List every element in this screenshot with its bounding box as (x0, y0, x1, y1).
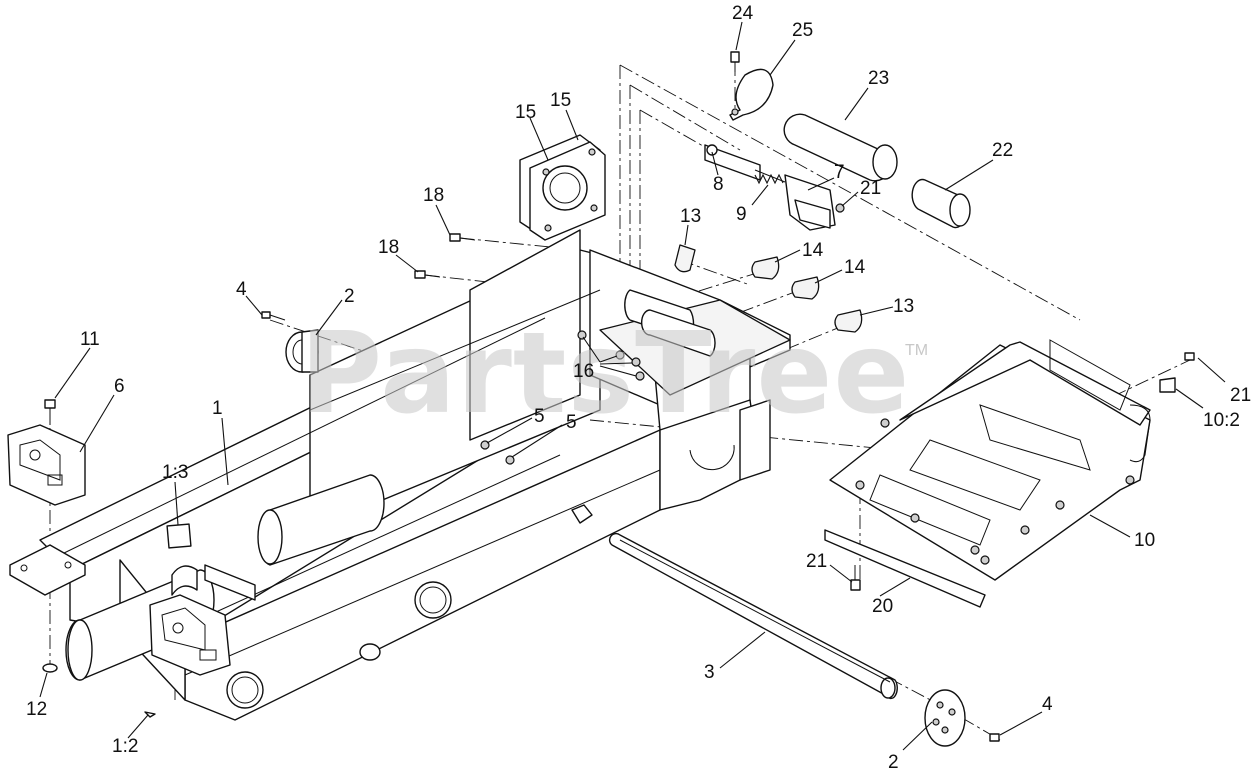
shaft-3 (571, 504, 898, 700)
callout-14a: 14 (802, 240, 824, 261)
callout-9: 9 (736, 204, 747, 225)
main-frame (39, 229, 791, 721)
partstree-watermark: PartsTree (300, 309, 910, 439)
callout-1: 1 (212, 398, 223, 419)
bumpers (674, 244, 863, 333)
tube-23 (783, 113, 898, 182)
callout-8: 8 (713, 174, 724, 195)
flange-2-bottom (924, 689, 966, 747)
watermark-trademark: TM (905, 342, 928, 359)
callout-21b: 21 (1230, 385, 1251, 406)
strip-20 (824, 529, 986, 608)
bolts-21 (850, 352, 1195, 591)
callout-13b: 13 (893, 296, 914, 317)
sleeve-22 (911, 178, 971, 229)
callout-22: 22 (992, 140, 1013, 161)
nuts-16 (577, 330, 645, 381)
callout-labels: 24 25 23 22 15 15 18 18 8 7 9 21 13 14 1… (26, 3, 1251, 773)
callout-10-2: 10:2 (1203, 410, 1240, 431)
decal-1-2 (144, 711, 156, 718)
callout-5a: 5 (534, 406, 545, 427)
callout-15a: 15 (515, 102, 536, 123)
callout-6: 6 (114, 376, 125, 397)
callout-23: 23 (868, 68, 889, 89)
flange-2-top (285, 329, 319, 373)
callout-21c: 21 (806, 551, 827, 572)
callout-15b: 15 (550, 90, 571, 111)
callout-2a: 2 (344, 286, 355, 307)
callout-7: 7 (834, 162, 845, 183)
bracket-lower (149, 564, 256, 676)
bracket-6 (7, 424, 86, 506)
footplate-10 (829, 339, 1151, 581)
callout-18a: 18 (423, 185, 444, 206)
bolts-18 (414, 233, 476, 279)
callout-24: 24 (732, 3, 754, 24)
washer-12 (42, 663, 58, 673)
callout-25: 25 (792, 20, 813, 41)
callout-13a: 13 (680, 206, 701, 227)
front-mount-tab (9, 544, 86, 596)
latch-assembly (704, 144, 845, 231)
mounting-plates-15 (519, 134, 606, 241)
clamp-25 (729, 68, 774, 121)
callout-12: 12 (26, 699, 47, 720)
callout-3: 3 (704, 662, 715, 683)
bolt-24 (730, 51, 740, 72)
callout-10: 10 (1134, 530, 1155, 551)
callout-20: 20 (872, 596, 893, 617)
callout-2b: 2 (888, 752, 899, 773)
callout-1-2: 1:2 (112, 736, 138, 757)
spring-9 (754, 173, 784, 185)
decal-1-3 (166, 523, 192, 549)
callout-21a: 21 (860, 178, 881, 199)
bolt-4-bottom (989, 733, 1000, 742)
callout-16: 16 (573, 361, 594, 382)
callout-1-3: 1:3 (162, 462, 188, 483)
callout-leaders (39, 21, 1226, 751)
callout-4a: 4 (236, 279, 247, 300)
callout-18b: 18 (378, 237, 399, 258)
bolt-11 (44, 399, 56, 425)
callout-11: 11 (80, 329, 100, 350)
callout-4b: 4 (1042, 694, 1053, 715)
callout-5b: 5 (566, 412, 577, 433)
callout-14b: 14 (844, 257, 866, 278)
bolt-4-top (261, 311, 286, 321)
